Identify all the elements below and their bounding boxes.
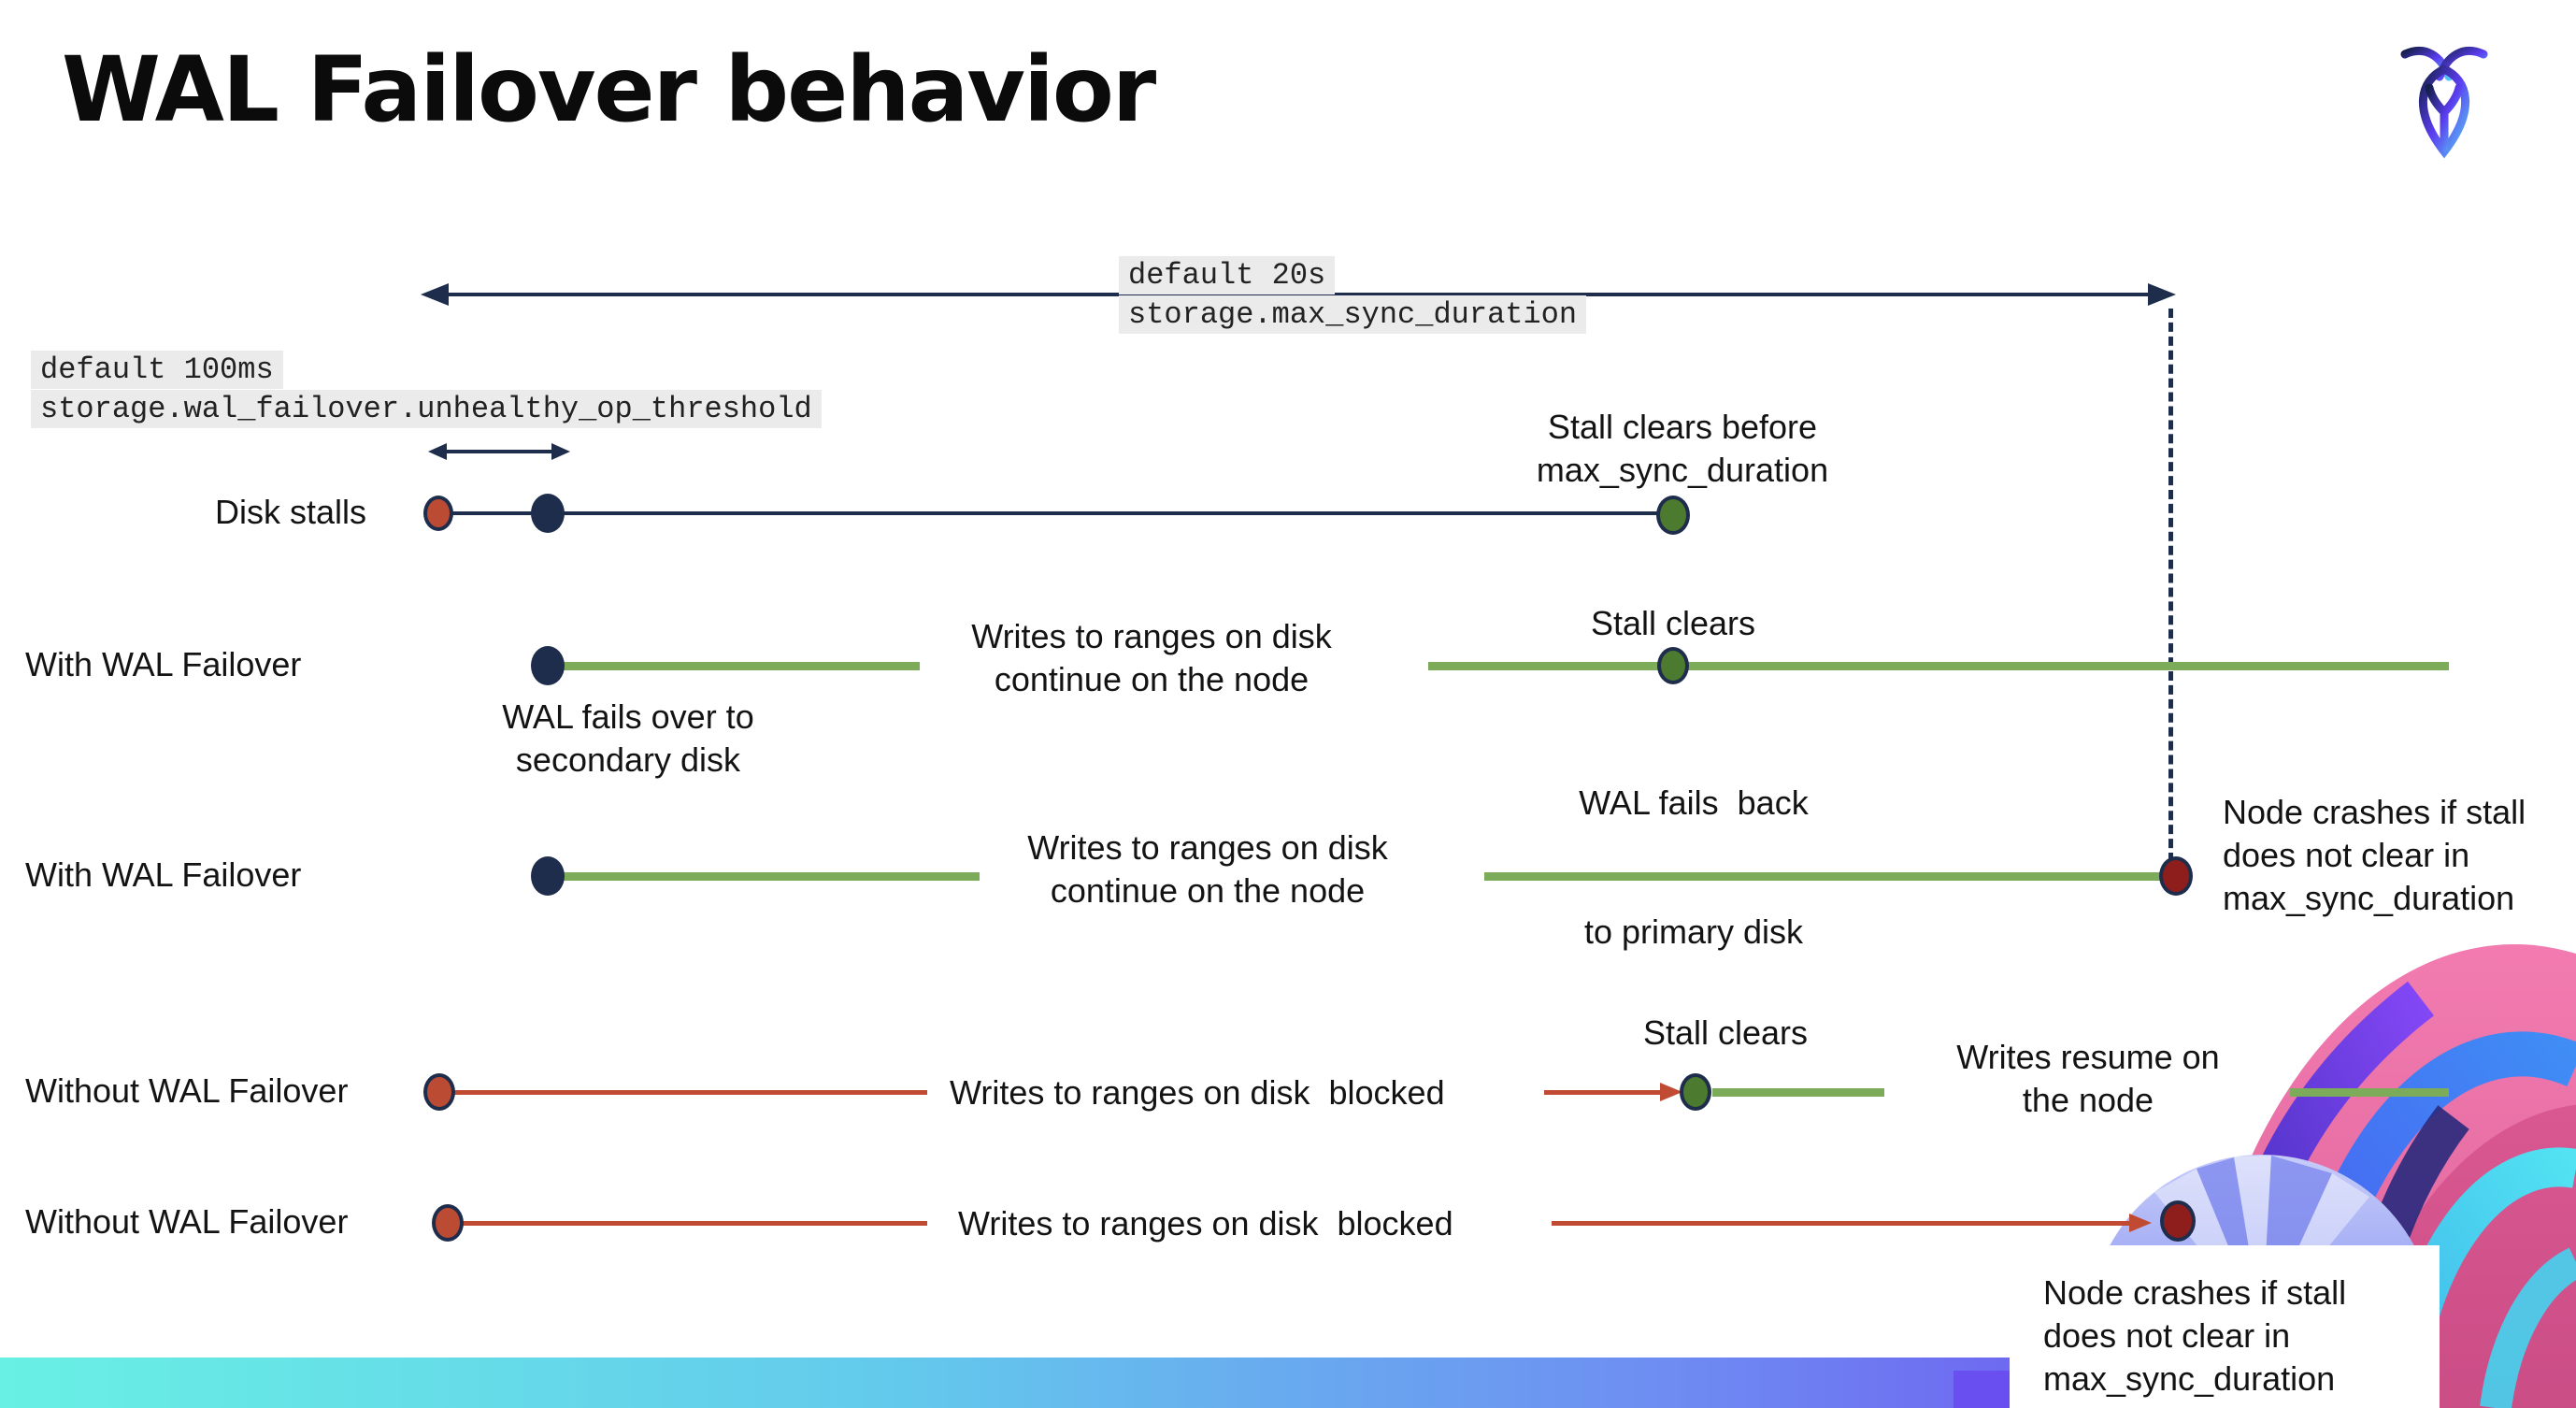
r5-red-arrowhead (2129, 1214, 2152, 1232)
page-title: WAL Failover behavior (62, 37, 1156, 142)
row-label-without-wal-failover-2: Without WAL Failover (25, 1202, 349, 1241)
r2-green-line-a (561, 662, 920, 670)
r4-green-line-b (2290, 1088, 2449, 1097)
max-sync-deadline-dashed-line (2168, 309, 2173, 862)
note-node-crashes-right: Node crashes if stall does not clear in … (2223, 793, 2526, 917)
r5-red-line-b (1552, 1221, 2135, 1226)
r1-timeline (438, 511, 1673, 515)
r2-stall-clear-dot (1657, 647, 1689, 684)
max-sync-default-label: default 20s (1119, 256, 1336, 295)
threshold-default-label: default 100ms (31, 351, 283, 389)
note-wal-fails-back: WAL fails back to primary disk (1579, 783, 1809, 951)
cockroachdb-logo (2400, 46, 2488, 159)
note-node-crashes-bottom: Node crashes if stall does not clear in … (2043, 1273, 2347, 1398)
threshold-left-head (428, 443, 447, 460)
r4-red-arrowhead (1660, 1083, 1682, 1101)
r5-stall-start-dot (432, 1204, 464, 1242)
r5-red-line-a (462, 1221, 927, 1226)
max-sync-span-line (445, 293, 2150, 296)
r4-red-line-b (1544, 1090, 1666, 1095)
crash-callout-box (2010, 1245, 2440, 1408)
r3-failover-dot (531, 856, 565, 896)
threshold-setting-label: storage.wal_failover.unhealthy_op_thresh… (31, 390, 822, 428)
r4-stall-clear-dot (1680, 1073, 1711, 1111)
r3-green-line-b (1484, 872, 2174, 881)
threshold-right-head (551, 443, 570, 460)
note-stall-clears-before: Stall clears before max_sync_duration (1536, 408, 1829, 489)
r4-green-line-a (1712, 1088, 1884, 1097)
r1-stall-start-dot (423, 496, 453, 531)
r4-stall-start-dot (423, 1073, 455, 1111)
note-writes-blocked-1: Writes to ranges on disk blocked (950, 1073, 1445, 1112)
r3-green-line-a (561, 872, 980, 881)
note-writes-continue-2: Writes to ranges on disk continue on the… (1027, 828, 1388, 910)
r4-red-line-a (454, 1090, 927, 1095)
r3-crash-dot (2159, 856, 2193, 896)
arrow-left-head (421, 283, 449, 306)
r2-failover-dot (531, 646, 565, 685)
note-writes-continue-1: Writes to ranges on disk continue on the… (971, 617, 1332, 698)
note-writes-resume: Writes resume on the node (1956, 1038, 2220, 1119)
row-label-with-wal-failover-2: With WAL Failover (25, 855, 302, 894)
r5-crash-dot (2160, 1200, 2196, 1242)
r1-stall-clear-dot (1656, 496, 1690, 535)
threshold-span-line (443, 450, 555, 453)
r2-green-line-b (1428, 662, 2449, 670)
arrow-right-head (2148, 283, 2176, 306)
r1-failover-threshold-dot (531, 494, 565, 533)
note-stall-clears-2: Stall clears (1590, 604, 1756, 642)
row-label-disk-stalls: Disk stalls (215, 493, 367, 531)
max-sync-setting-label: storage.max_sync_duration (1119, 295, 1587, 334)
row-label-with-wal-failover-1: With WAL Failover (25, 645, 302, 683)
row-label-without-wal-failover-1: Without WAL Failover (25, 1071, 349, 1110)
note-wal-fails-over: WAL fails over to secondary disk (502, 697, 754, 779)
note-stall-clears-3: Stall clears (1642, 1013, 1809, 1052)
note-writes-blocked-2: Writes to ranges on disk blocked (958, 1204, 1453, 1243)
